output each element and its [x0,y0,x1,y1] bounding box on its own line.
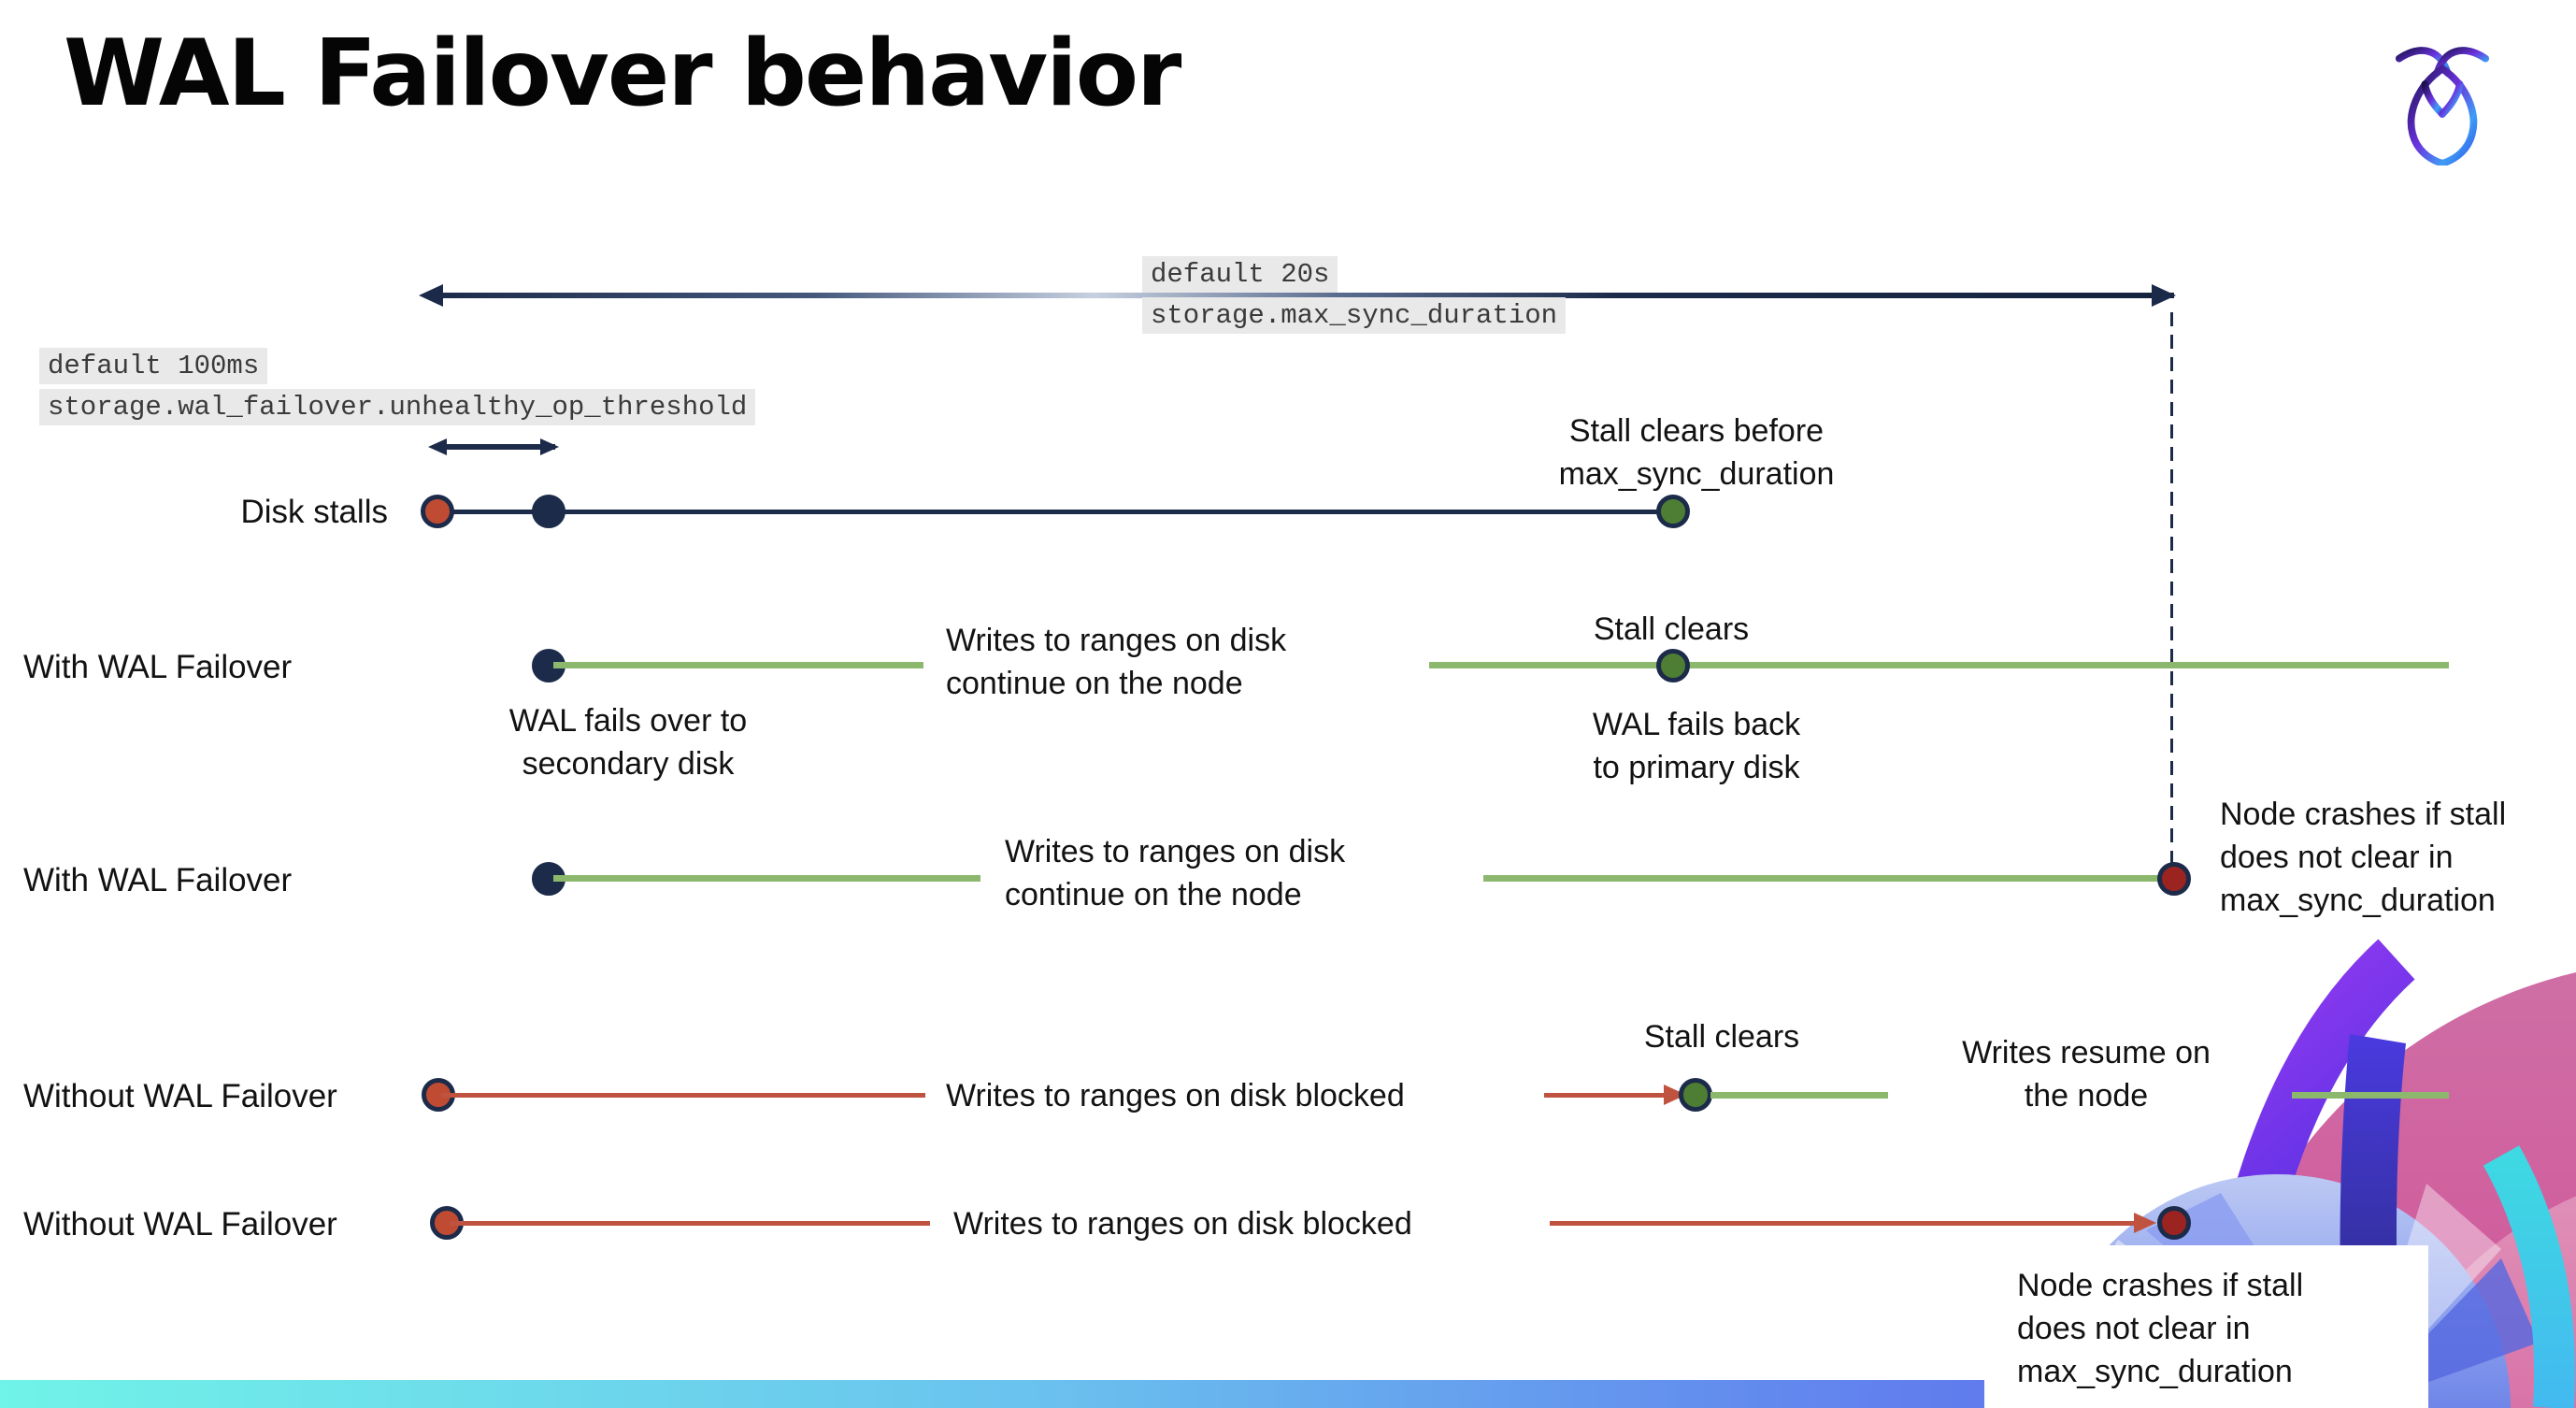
unhealthy-op-setting-label: storage.wal_failover.unhealthy_op_thresh… [39,389,756,425]
row5-arrow-line [1550,1221,2136,1226]
row-label-without-wal-failover-2: Without WAL Failover [23,1206,337,1243]
row5-arrow-head-icon [2134,1213,2156,1233]
row-label-without-wal-failover-1: Without WAL Failover [23,1078,337,1114]
row-label-with-wal-failover-2: With WAL Failover [23,862,293,898]
arrow-right-head-icon [2152,284,2176,307]
row4-blocked-note: Writes to ranges on disk blocked [946,1078,1405,1113]
row3-writes-note: Writes to ranges on disk continue on the… [1005,834,1346,912]
cockroachdb-logo-icon [2395,47,2490,165]
unhealthy-op-default-label: default 100ms [39,348,268,384]
row5-blocked-note: Writes to ranges on disk blocked [953,1206,1412,1242]
small-arrow-right-head-icon [540,438,559,455]
row4-resume-note: Writes resume on the node [1962,1035,2211,1113]
row4-green-segment-b [2292,1092,2449,1099]
row3-green-segment-a [553,875,980,882]
row2-failover-note: WAL fails over to secondary disk [508,703,748,782]
row2-writes-note: Writes to ranges on disk continue on the… [946,623,1287,701]
arrow-left-head-icon [419,284,443,307]
max-sync-deadline-dashed-line [2170,312,2173,866]
row2-failback-note: WAL fails back to primary disk [1592,707,1801,785]
row-label-disk-stalls: Disk stalls [240,494,388,530]
row2-stall-clears-label: Stall clears [1593,611,1750,647]
row1-stall-clears-note: Stall clears before max_sync_duration [1558,413,1835,492]
unhealthy-op-span-arrow [436,444,555,450]
small-arrow-left-head-icon [428,438,447,455]
row4-stall-clears-dot [1679,1078,1712,1112]
row5-blocked-line [450,1221,930,1226]
row1-stall-start-dot [421,495,454,528]
row3-crash-note: Node crashes if stall does not clear in … [2220,797,2507,918]
row2-stall-clears-dot [1656,649,1690,682]
row4-blocked-line [441,1093,925,1098]
row3-green-segment-b [1483,875,2162,882]
row5-crash-dot [2157,1206,2191,1240]
max-sync-duration-span-arrow [432,293,2174,298]
max-sync-setting-label: storage.max_sync_duration [1142,297,1567,334]
row2-green-segment-a [553,662,923,668]
page-title: WAL Failover behavior [64,21,1181,127]
row2-green-segment-b [1429,662,2449,668]
max-sync-default-label: default 20s [1142,256,1338,293]
row1-timeline [437,510,1673,514]
crash-note-box [1984,1245,2428,1408]
row5-crash-note: Node crashes if stall does not clear in … [2017,1268,2304,1389]
row3-crash-dot [2157,862,2191,896]
row1-stall-clears-dot [1656,495,1690,528]
row-label-with-wal-failover-1: With WAL Failover [23,649,293,685]
row4-green-segment-a [1710,1092,1888,1099]
row4-stall-clears-label: Stall clears [1643,1019,1800,1055]
row4-arrow-line [1544,1093,1666,1098]
row1-threshold-dot [532,495,565,528]
